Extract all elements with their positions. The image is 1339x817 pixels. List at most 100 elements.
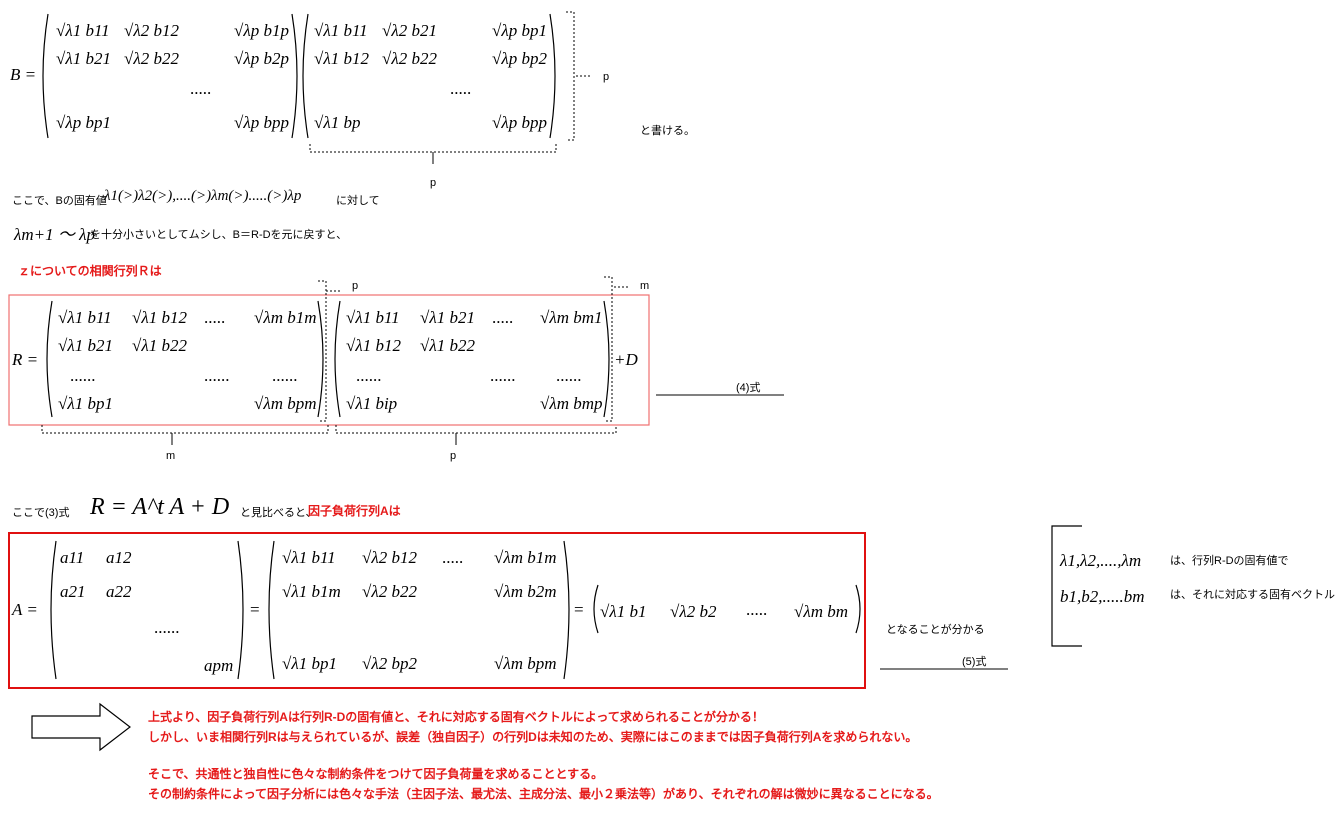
legend-line2-math: b1,b2,.....bm bbox=[1060, 587, 1145, 606]
compare-middle: と見比べると、 bbox=[240, 507, 317, 519]
a-eq-label: (5)式 bbox=[962, 655, 986, 668]
b-left-entry: √λ2 b12 bbox=[124, 21, 179, 40]
r-eq-label: (4)式 bbox=[736, 381, 760, 394]
a-mid-entry: √λm b2m bbox=[494, 582, 557, 601]
r-right-entry: ...... bbox=[556, 366, 582, 385]
eigen-sequence: λ1(>)λ2(>),....(>)λm(>).....(>)λp bbox=[104, 188, 302, 204]
legend-line1-math: λ1,λ2,....,λm bbox=[1059, 551, 1141, 570]
r-right-entry: √λ1 b21 bbox=[420, 308, 475, 327]
b-left-entries: √λ1 b11 √λ2 b12 √λp b1p √λ1 b21 √λ2 b22 … bbox=[56, 21, 289, 132]
a-mid-entry: √λm bpm bbox=[494, 654, 557, 673]
r-right-entry: √λ1 b11 bbox=[346, 308, 400, 327]
a-mid-entry: √λm b1m bbox=[494, 548, 557, 567]
b-left-entry: √λp b2p bbox=[234, 49, 289, 68]
b-right-entries: √λ1 b11 √λ2 b21 √λp bp1 √λ1 b12 √λ2 b22 … bbox=[314, 21, 547, 132]
r-box bbox=[8, 294, 650, 426]
r-label-p-top: p bbox=[352, 280, 358, 292]
paren-right-open bbox=[302, 13, 309, 139]
arrow-right-icon bbox=[31, 702, 131, 752]
brace-bottom-label: p bbox=[430, 177, 436, 189]
r-label-p-bottom: p bbox=[450, 450, 456, 462]
brace-right bbox=[566, 11, 575, 141]
compare-formula: R = A^t A + D bbox=[90, 494, 230, 520]
note-line2: しかし、いま相関行列Rは与えられているが、誤差（独自因子）の行列Dは未知のため、… bbox=[148, 730, 918, 744]
a-after-text: となることが分かる bbox=[886, 622, 985, 636]
a-mid-entry: √λ1 b11 bbox=[282, 548, 336, 567]
r-left-entry: ...... bbox=[272, 366, 298, 385]
b-right-entry: ..... bbox=[450, 79, 471, 98]
b-suffix-text: と書ける。 bbox=[640, 123, 695, 137]
a-vec-entry: ..... bbox=[746, 600, 767, 619]
r-label-m-bottom: m bbox=[166, 450, 175, 462]
section-r-heading: ｚについての相関行列Ｒは bbox=[18, 264, 162, 278]
b-left-entry: √λp b1p bbox=[234, 21, 289, 40]
svg-text:=: = bbox=[250, 600, 260, 619]
r-left-entry: ..... bbox=[204, 308, 225, 327]
b-right-entry: √λp bp2 bbox=[492, 49, 547, 68]
b-right-entry: √λ1 bp bbox=[314, 113, 360, 132]
b-lhs: B = bbox=[10, 65, 36, 84]
legend-line1-text: は、行列R-Dの固有値で bbox=[1170, 553, 1289, 567]
legend-line2-text: は、それに対応する固有ベクトル bbox=[1170, 587, 1335, 601]
a-lhs: A = bbox=[11, 600, 38, 619]
r-plus-d: +D bbox=[614, 350, 638, 369]
a-mid-entry: √λ2 b22 bbox=[362, 582, 417, 601]
note-line3: そこで、共通性と独自性に色々な制約条件をつけて因子負荷量を求めることとする。 bbox=[148, 767, 604, 781]
b-right-entry: √λp bp1 bbox=[492, 21, 547, 40]
a-matrix-figure: A = a11 a12 a21 a22 ...... apm = √λ1 b11… bbox=[8, 532, 1008, 689]
b-matrix-figure: B = √λ1 b11 √λ2 b12 √λp b1p √λ1 b21 √λ2 … bbox=[10, 11, 695, 189]
r-right-entry: √λ1 b22 bbox=[420, 336, 475, 355]
brace-right-label: p bbox=[603, 71, 609, 83]
b-left-entry: √λ2 b22 bbox=[124, 49, 179, 68]
a-entry: apm bbox=[204, 656, 233, 675]
r-left-entries: √λ1 b11 √λ1 b12 ..... √λm b1m √λ1 b21 √λ… bbox=[58, 308, 317, 413]
a-entry: a12 bbox=[106, 548, 132, 567]
r-right-entry: √λ1 b12 bbox=[346, 336, 401, 355]
r-left-entry: ...... bbox=[70, 366, 96, 385]
r-right-entry: ...... bbox=[490, 366, 516, 385]
brace-bottom bbox=[309, 144, 557, 153]
a-box bbox=[8, 532, 866, 689]
a-vec-entry: √λ1 b1 bbox=[600, 602, 646, 621]
a-entries: a11 a12 a21 a22 ...... apm bbox=[60, 548, 233, 675]
a-mid-entry: √λ1 bp1 bbox=[282, 654, 337, 673]
a-entry: a21 bbox=[60, 582, 86, 601]
a-entry: a22 bbox=[106, 582, 132, 601]
r-left-entry: √λ1 b21 bbox=[58, 336, 113, 355]
r-right-entry: ...... bbox=[356, 366, 382, 385]
a-entry: ...... bbox=[154, 618, 180, 637]
neglect-range: λm+1 〜 λp bbox=[14, 225, 95, 244]
r-right-entry: √λ1 bip bbox=[346, 394, 397, 413]
a-vec-entry: √λm bm bbox=[794, 602, 848, 621]
compare-prefix: ここで(3)式 bbox=[12, 507, 70, 519]
eigen-suffix: に対して bbox=[336, 195, 380, 207]
b-left-entry: √λp bpp bbox=[234, 113, 289, 132]
a-mid-entries: √λ1 b11 √λ2 b12 ..... √λm b1m √λ1 b1m √λ… bbox=[282, 548, 557, 673]
note-line4: その制約条件によって因子分析には色々な手法（主因子法、最尤法、主成分法、最小２乗… bbox=[148, 787, 939, 801]
compare-red: 因子負荷行列Aは bbox=[308, 504, 401, 518]
b-right-entry: √λ2 b21 bbox=[382, 21, 437, 40]
r-left-entry: √λm b1m bbox=[254, 308, 317, 327]
b-left-entry: √λ1 b21 bbox=[56, 49, 111, 68]
b-left-entry: √λp bp1 bbox=[56, 113, 111, 132]
b-left-entry: ..... bbox=[190, 79, 211, 98]
r-right-entry: √λm bmp bbox=[540, 394, 603, 413]
a-mid-entry: √λ2 bp2 bbox=[362, 654, 417, 673]
b-right-entry: √λp bpp bbox=[492, 113, 547, 132]
a-mid-entry: √λ1 b1m bbox=[282, 582, 341, 601]
a-mid-entry: √λ2 b12 bbox=[362, 548, 417, 567]
svg-text:=: = bbox=[574, 600, 584, 619]
r-left-entry: √λ1 bp1 bbox=[58, 394, 113, 413]
legend-bracket bbox=[1051, 525, 1082, 647]
legend-figure: λ1,λ2,....,λm は、行列R-Dの固有値で b1,b2,.....bm… bbox=[1051, 525, 1335, 647]
paren-right-close bbox=[549, 13, 556, 139]
r-left-entry: ...... bbox=[204, 366, 230, 385]
r-right-entry: ..... bbox=[492, 308, 513, 327]
r-matrix-figure: R = √λ1 b11 √λ1 b12 ..... √λm b1m √λ1 b2… bbox=[8, 276, 784, 462]
r-right-entries: √λ1 b11 √λ1 b21 ..... √λm bm1 √λ1 b12 √λ… bbox=[346, 308, 603, 413]
r-left-entry: √λm bpm bbox=[254, 394, 317, 413]
b-right-entry: √λ1 b11 bbox=[314, 21, 368, 40]
a-vec-entries: √λ1 b1 √λ2 b2 ..... √λm bm bbox=[600, 600, 848, 621]
a-mid-entry: ..... bbox=[442, 548, 463, 567]
eigen-prefix: ここで、Bの固有値 bbox=[12, 195, 107, 207]
